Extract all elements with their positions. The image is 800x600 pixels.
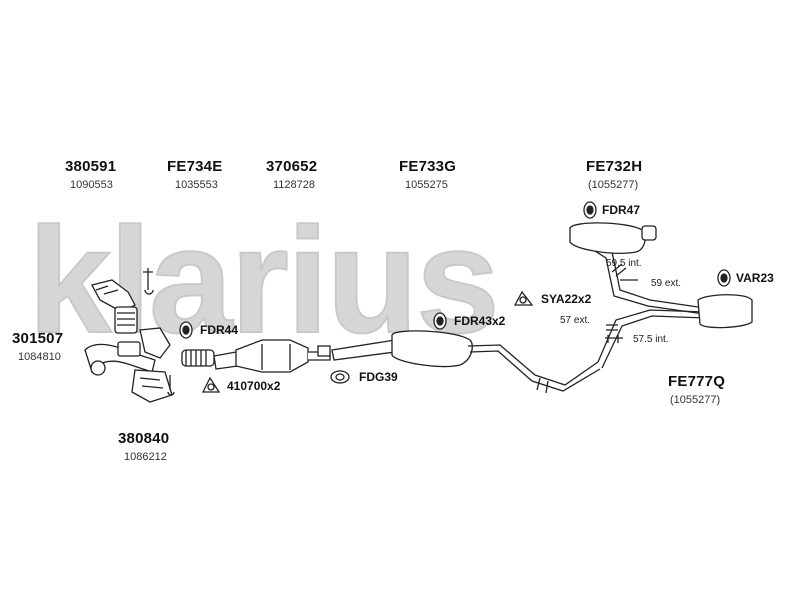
part-ref-380840: 1086212 — [124, 451, 167, 463]
pipe-FE733G — [331, 339, 396, 361]
accessory-VAR23: VAR23 — [736, 271, 774, 285]
part-code-FE732H: FE732H — [586, 158, 643, 175]
flex-upper — [114, 306, 138, 334]
part-ref-FE733G: 1055275 — [405, 179, 448, 191]
part-code-301507: 301507 — [12, 330, 64, 347]
silencer-FE733G — [391, 330, 473, 368]
part-code-FE777Q: FE777Q — [668, 373, 726, 390]
accessory-FDR44: FDR44 — [200, 323, 239, 337]
part-code-FE733G: FE733G — [399, 158, 457, 175]
silencer-FE732H — [569, 222, 646, 254]
dimension-59-5-int: 59.5 int. — [606, 258, 642, 269]
part-ref-380591: 1090553 — [70, 179, 113, 191]
part-code-FE734E: FE734E — [167, 158, 223, 175]
accessory-410700x2: 410700x2 — [227, 379, 281, 393]
cat-380840 — [131, 369, 173, 403]
accessory-FDR43x2: FDR43x2 — [454, 314, 506, 328]
part-ref-FE734E: 1035553 — [175, 179, 218, 191]
accessory-SYA22x2: SYA22x2 — [541, 292, 592, 306]
part-code-380840: 380840 — [118, 430, 170, 447]
pipe-370652 — [213, 351, 239, 370]
silencer-FE777Q — [697, 294, 753, 329]
accessory-FDG39: FDG39 — [359, 370, 398, 384]
part-ref-FE777Q: (1055277) — [670, 394, 721, 406]
part-code-370652: 370652 — [266, 158, 318, 175]
cat-converter — [235, 339, 309, 373]
dimension-57-5-int: 57.5 int. — [633, 334, 669, 345]
dimension-59-ext: 59 ext. — [651, 278, 682, 289]
part-ref-301507: 1084810 — [18, 351, 61, 363]
rubber-mount-icons — [179, 201, 731, 339]
flex-FE734E — [181, 349, 215, 367]
accessory-FDR47: FDR47 — [602, 203, 641, 217]
manifold-lower — [139, 327, 171, 359]
dimension-57-ext: 57 ext. — [560, 315, 591, 326]
part-ref-FE732H: (1055277) — [588, 179, 639, 191]
part-code-380591: 380591 — [65, 158, 117, 175]
part-ref-370652: 1128728 — [273, 179, 316, 191]
